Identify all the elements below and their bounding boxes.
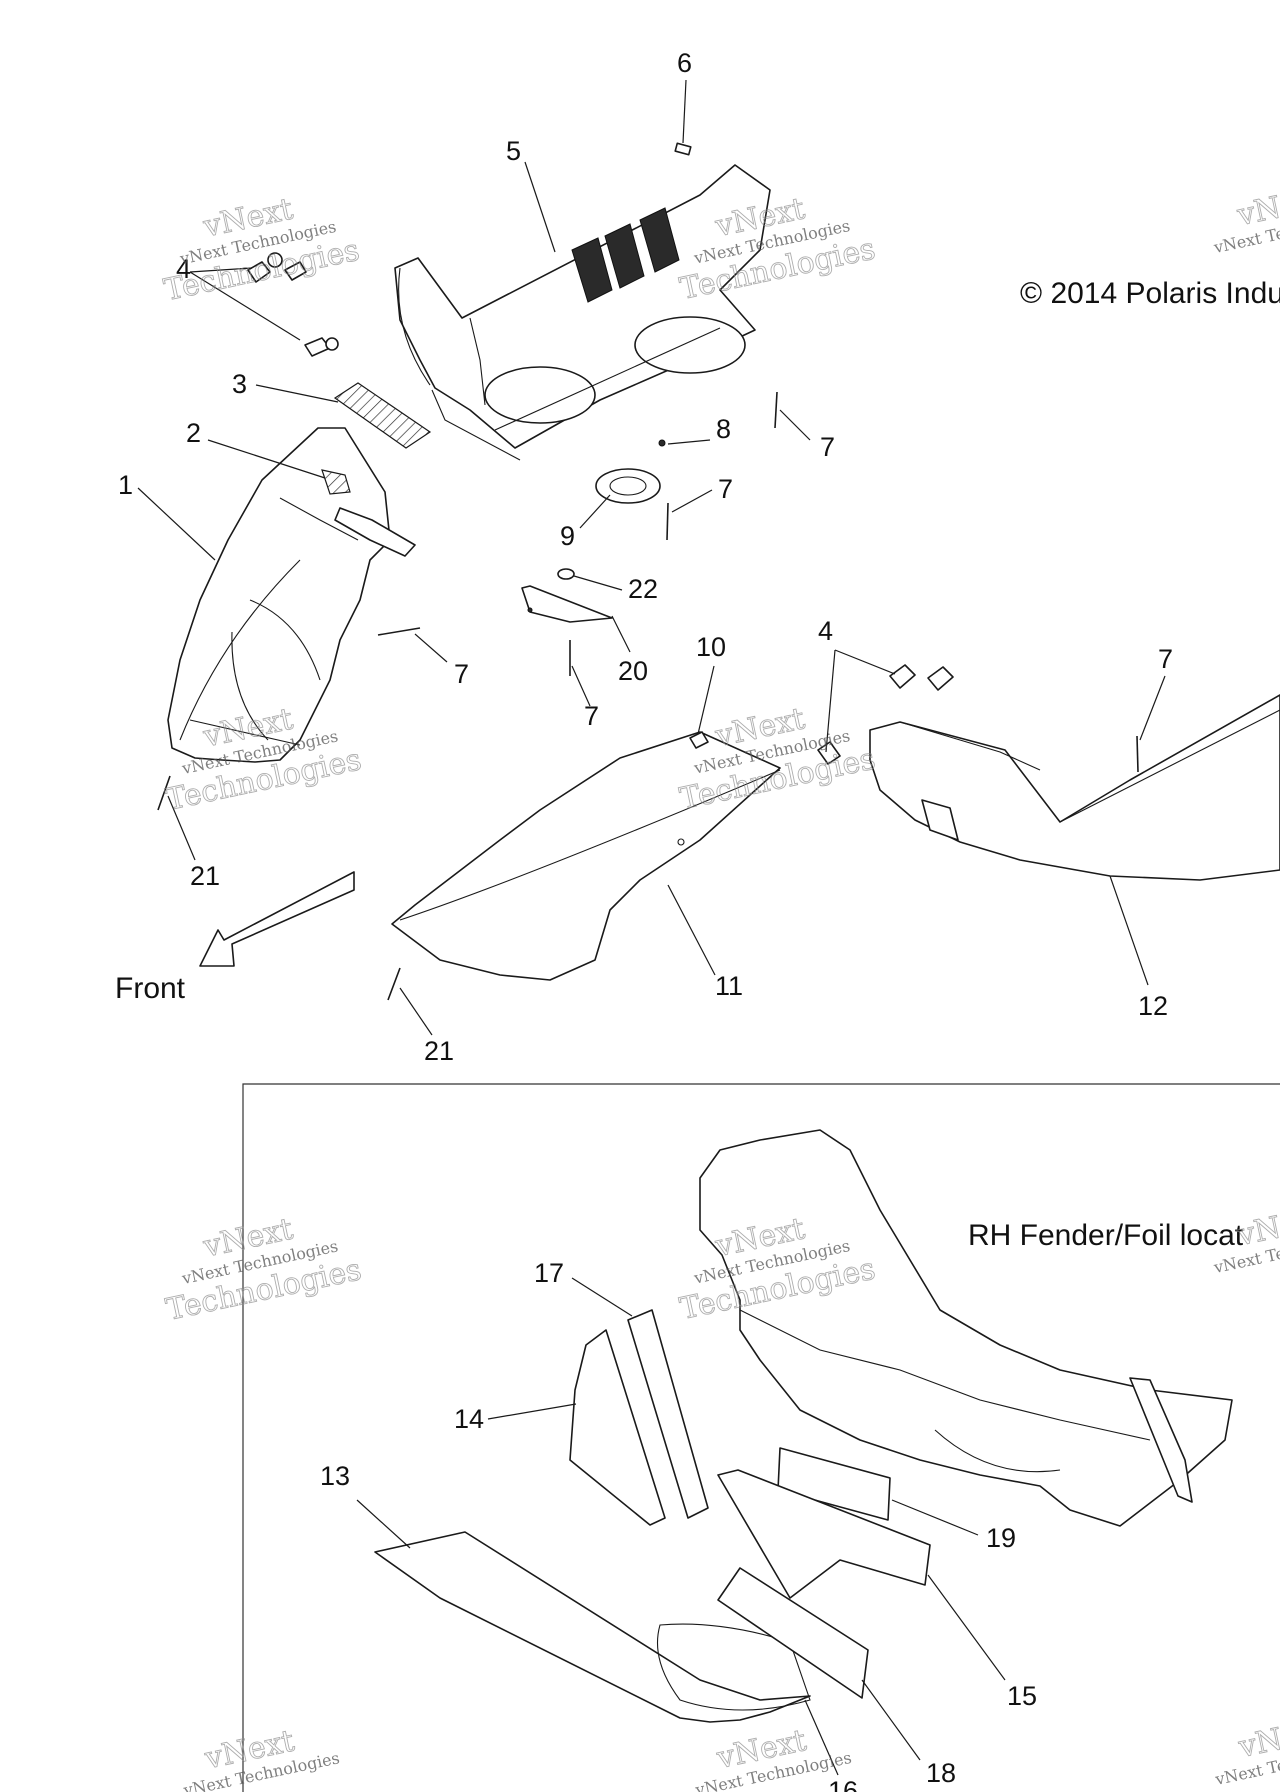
watermark-6: vNext vNext Technologies Technologies — [163, 1211, 365, 1328]
part-6-bolt[interactable] — [674, 142, 692, 156]
callout-22: 22 — [628, 574, 658, 604]
part-11-side-panel[interactable] — [391, 731, 781, 981]
callout-2: 2 — [186, 418, 201, 448]
inset-box — [242, 1083, 1280, 1792]
part-17-foil[interactable] — [627, 1309, 709, 1519]
callout-20: 20 — [618, 656, 648, 686]
part-9-grommet[interactable] — [595, 468, 661, 504]
callout-4a: 4 — [176, 254, 191, 284]
part-2-inner-nose[interactable] — [321, 469, 351, 495]
part-7-rivets[interactable] — [377, 391, 1139, 773]
part-20-bracket[interactable] — [521, 585, 613, 623]
part-4-push-rivets[interactable] — [247, 252, 339, 357]
callout-labels: 6 5 4 3 2 1 8 7 7 9 22 20 7 7 10 4 7 11 … — [118, 48, 1173, 1792]
part-19-foil[interactable] — [777, 1447, 891, 1521]
callout-17: 17 — [534, 1258, 564, 1288]
callout-19: 19 — [986, 1523, 1016, 1553]
leader-lines — [137, 79, 1166, 1776]
front-direction-arrow — [199, 871, 355, 967]
callout-14: 14 — [454, 1404, 484, 1434]
part-15-foil[interactable] — [717, 1469, 931, 1599]
watermark-9: vNext vNext Technologies — [181, 1723, 341, 1792]
callout-21a: 21 — [190, 861, 220, 891]
callout-7c: 7 — [454, 659, 469, 689]
part-18-foil[interactable] — [717, 1567, 869, 1699]
callout-7a: 7 — [820, 432, 835, 462]
part-12-rh-fender[interactable] — [869, 694, 1280, 881]
part-3-decal[interactable] — [333, 382, 432, 449]
watermark-3: vNext vNext Technologies — [1211, 180, 1280, 257]
callout-9: 9 — [560, 521, 575, 551]
callout-11: 11 — [715, 971, 743, 1001]
callout-10: 10 — [696, 632, 726, 662]
callout-6: 6 — [677, 48, 692, 78]
callout-15: 15 — [1007, 1681, 1037, 1711]
callout-7e: 7 — [1158, 644, 1173, 674]
part-13-floor-foil[interactable] — [374, 1531, 811, 1723]
callout-4b: 4 — [818, 616, 833, 646]
inset-rh-fender[interactable] — [699, 1129, 1233, 1527]
watermark-11: vNext vNext Technologies — [1213, 1712, 1280, 1789]
part-8-screw[interactable] — [658, 439, 666, 447]
callout-13: 13 — [320, 1461, 350, 1491]
part-1-front-nose[interactable] — [167, 427, 416, 763]
part-4-push-rivets-mid[interactable] — [817, 664, 954, 765]
callout-7b: 7 — [718, 474, 733, 504]
callout-1: 1 — [118, 470, 133, 500]
callout-21b: 21 — [424, 1036, 454, 1066]
watermark-1: vNext vNext Technologies Technologies — [161, 191, 363, 308]
front-label: Front — [115, 972, 186, 1005]
callout-3: 3 — [232, 369, 247, 399]
inset-title: RH Fender/Foil locat — [968, 1219, 1244, 1252]
callout-16: 16 — [828, 1776, 858, 1792]
callout-7d: 7 — [584, 701, 599, 731]
part-14-foil[interactable] — [569, 1329, 666, 1526]
callout-8: 8 — [716, 414, 731, 444]
part-22-washer[interactable] — [557, 568, 575, 580]
callout-12: 12 — [1138, 991, 1168, 1021]
copyright-notice: © 2014 Polaris Indu — [1020, 277, 1280, 310]
part-21-rivets[interactable] — [157, 775, 401, 1001]
callout-5: 5 — [506, 136, 521, 166]
callout-18: 18 — [926, 1758, 956, 1788]
part-5-upper-panel[interactable] — [394, 164, 771, 461]
